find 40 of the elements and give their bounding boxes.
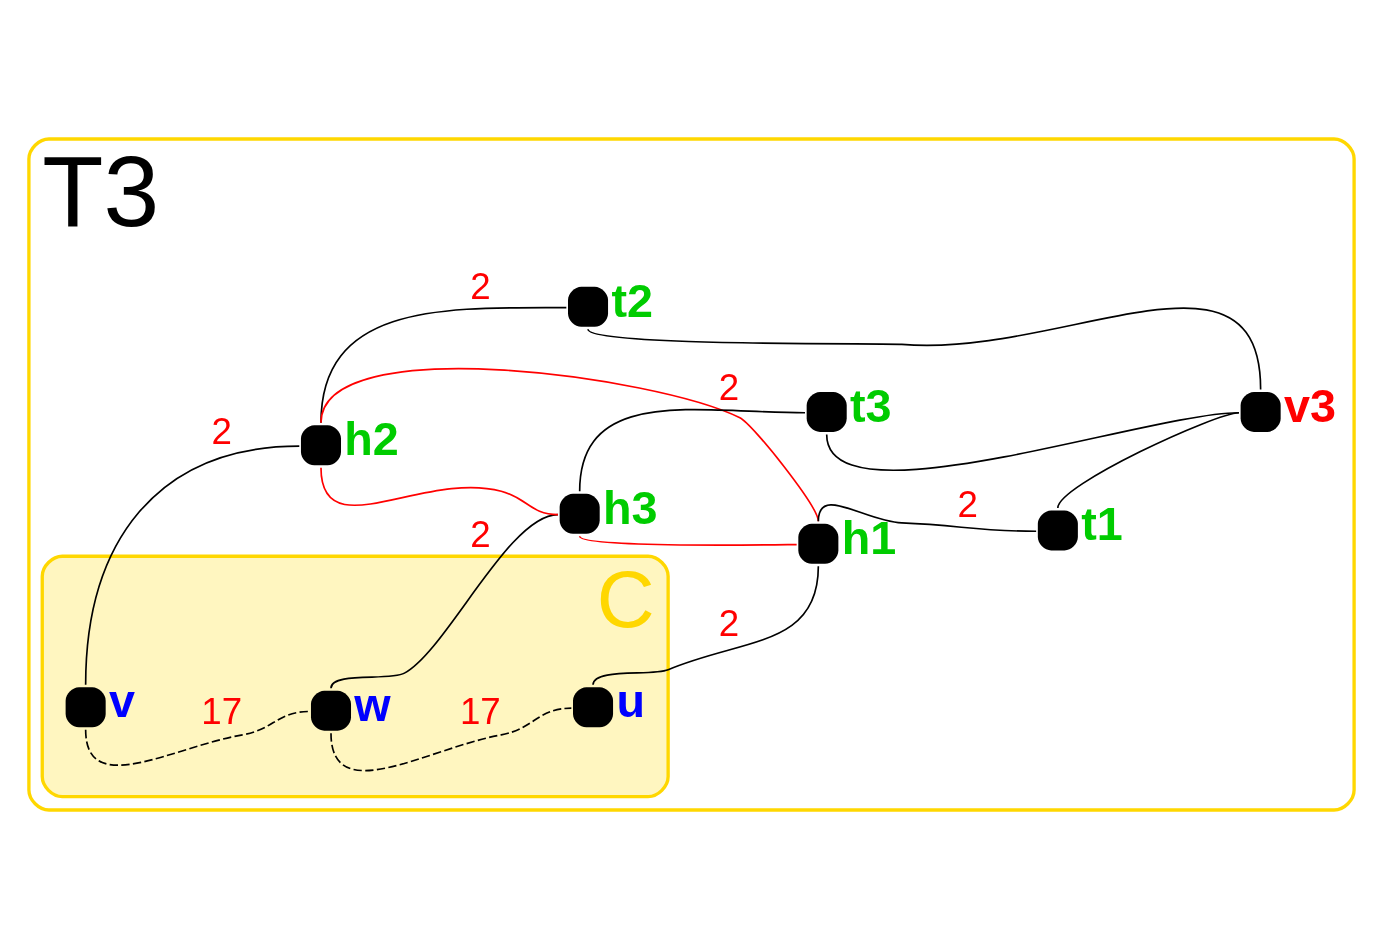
node-circle xyxy=(798,523,839,564)
node-circle xyxy=(806,391,847,432)
edge-label: 2 xyxy=(957,484,978,526)
node-circle xyxy=(568,286,609,327)
edge-label: 2 xyxy=(470,265,491,307)
connector xyxy=(1057,411,1240,509)
node-circle xyxy=(65,687,106,728)
node-circle xyxy=(1240,391,1281,432)
node-circle xyxy=(300,425,341,466)
connector xyxy=(817,504,1037,533)
edge-label: 17 xyxy=(459,691,501,733)
connector xyxy=(84,445,301,686)
node-label: t1 xyxy=(1081,498,1123,551)
node-circle xyxy=(310,690,351,731)
connector xyxy=(578,408,806,493)
node-label: v xyxy=(109,675,135,728)
connector xyxy=(330,707,573,772)
connector xyxy=(84,710,311,766)
node-label: v3 xyxy=(1284,379,1336,432)
connector xyxy=(587,307,1262,391)
node-label: h3 xyxy=(603,481,658,534)
node-label: w xyxy=(354,678,391,731)
edge-label: 2 xyxy=(718,367,740,409)
connector xyxy=(592,565,820,686)
edge-label: 2 xyxy=(718,602,740,644)
node-label: t2 xyxy=(611,274,653,327)
connector xyxy=(578,535,798,546)
connector xyxy=(320,467,559,516)
node-label: h2 xyxy=(344,413,399,466)
node-label: t3 xyxy=(850,379,892,432)
node-circle xyxy=(573,687,614,728)
node-circle xyxy=(559,493,600,534)
node-circle xyxy=(1037,510,1078,551)
node-label: u xyxy=(616,675,645,728)
edge-label: 2 xyxy=(470,514,491,556)
connector xyxy=(320,367,820,523)
node-label: h1 xyxy=(841,511,897,564)
edge-label: 17 xyxy=(201,691,243,733)
connector xyxy=(330,513,559,689)
edge-label: 2 xyxy=(211,410,232,452)
